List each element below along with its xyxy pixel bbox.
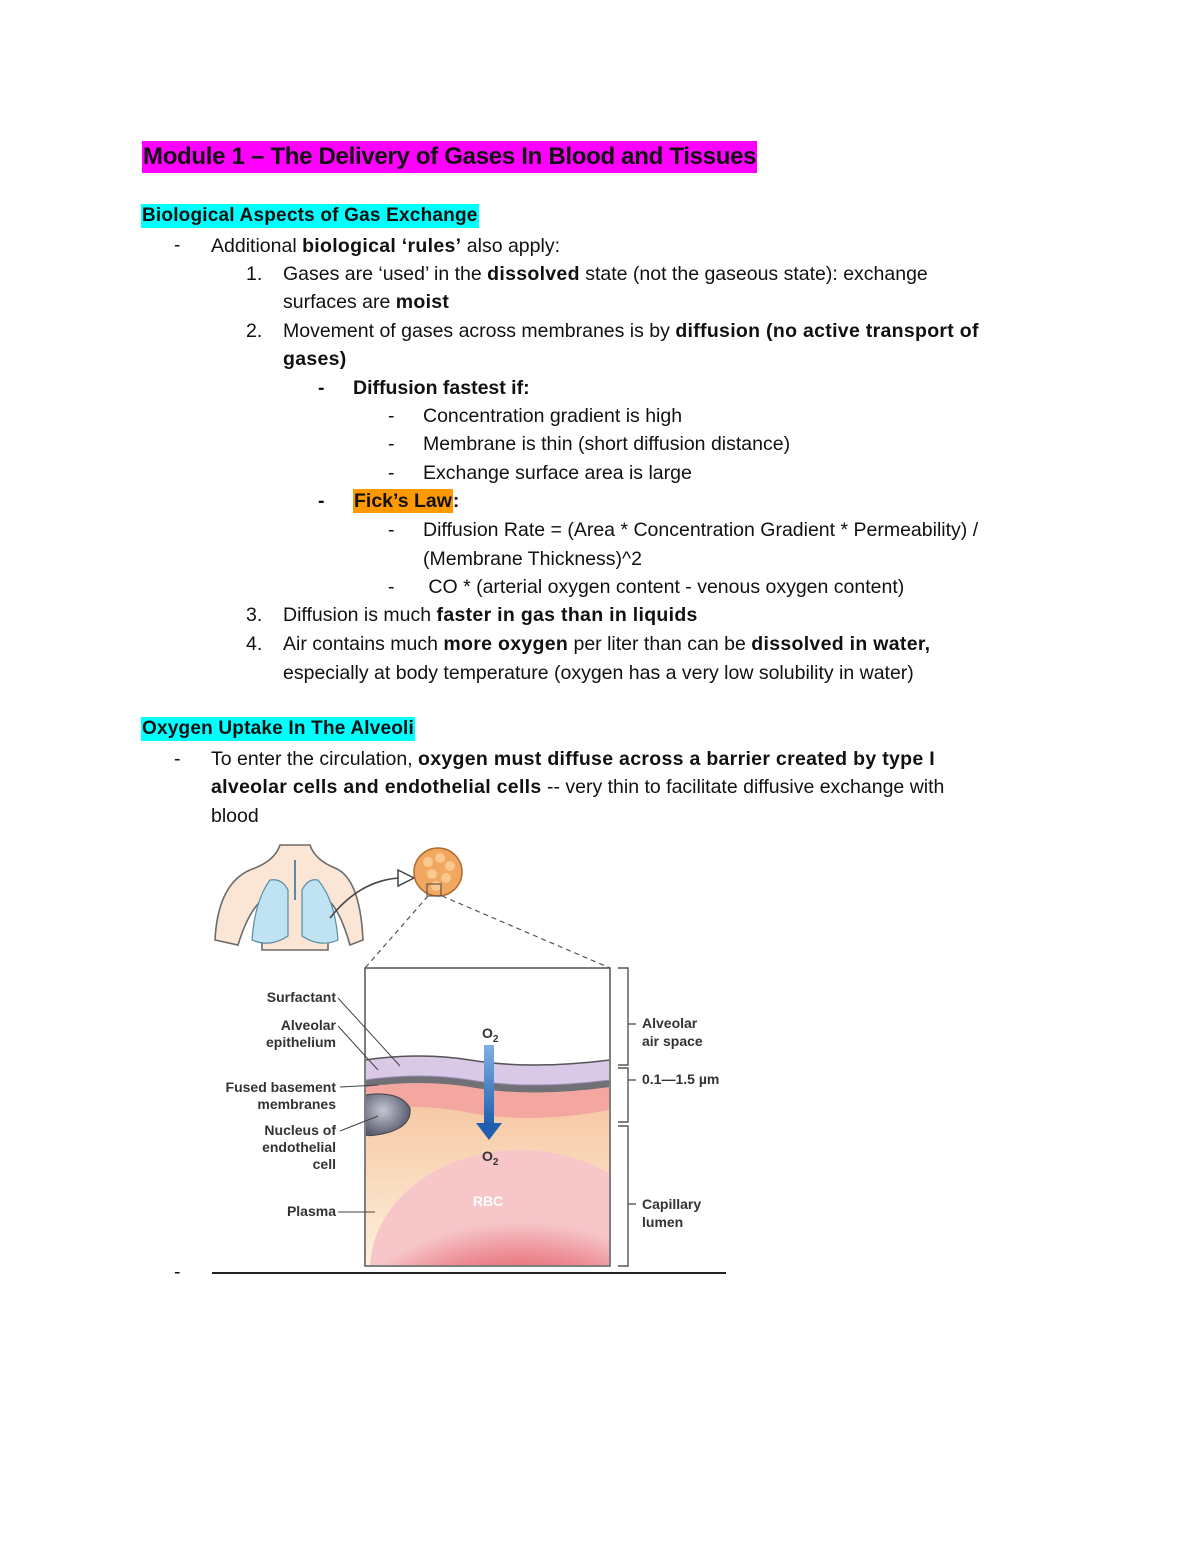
- uptake-line2: alveolar cells and endothelial cells -- …: [211, 776, 945, 798]
- diffusion-heading: Diffusion fastest if:: [353, 377, 530, 399]
- intro-line: Additional biological ‘rules’ also apply…: [211, 235, 561, 257]
- zoom-line-right: [441, 895, 611, 969]
- bullet-dash: -: [174, 235, 181, 256]
- item4-line2: especially at body temperature (oxygen h…: [283, 662, 914, 684]
- bullet-dash: -: [388, 462, 395, 484]
- bullet-dash: -: [174, 748, 181, 770]
- alveolus-cluster: [413, 847, 463, 897]
- surfactant-label: Surfactant: [267, 989, 337, 1005]
- section-heading-gas-exchange: Biological Aspects of Gas Exchange: [141, 204, 479, 228]
- bullet-dash: -: [318, 490, 325, 512]
- list-number-1: 1.: [246, 263, 263, 285]
- item3-line: Diffusion is much faster in gas than in …: [283, 604, 698, 626]
- nucleus-label-3: cell: [313, 1156, 336, 1172]
- ficks-formula-line3: CO * (arterial oxygen content - venous o…: [423, 576, 905, 598]
- fused-membranes-label-2: membranes: [257, 1096, 336, 1112]
- zoom-line-left: [364, 895, 429, 969]
- membrane-cross-section: [364, 967, 611, 1267]
- o2-label-top: O2: [482, 1025, 499, 1045]
- section-heading-oxygen-uptake: Oxygen Uptake In The Alveoli: [141, 717, 416, 741]
- list-number-4: 4.: [246, 633, 263, 655]
- alveolar-diagram: O2 O2 RBC Surfactant Alveolar epithelium…: [214, 844, 719, 1267]
- item1-line1: Gases are ‘used’ in the dissolved state …: [283, 263, 928, 285]
- list-number-2: 2.: [246, 320, 263, 342]
- diffusion-point-2: Membrane is thin (short diffusion distan…: [423, 433, 791, 455]
- item4-line1: Air contains much more oxygen per liter …: [283, 633, 931, 655]
- ficks-law-heading: Fick’s Law:: [353, 489, 460, 513]
- air-space-label-2: air space: [642, 1033, 703, 1049]
- bullet-dash: -: [388, 405, 395, 427]
- plasma-label: Plasma: [287, 1203, 336, 1219]
- nucleus-label-1: Nucleus of: [264, 1122, 336, 1138]
- nucleus-label-2: endothelial: [262, 1139, 336, 1155]
- pointer-arrow: [329, 877, 401, 919]
- torso-lungs-illustration: [214, 844, 364, 951]
- uptake-line1: To enter the circulation, oxygen must di…: [211, 748, 935, 770]
- rbc-label: RBC: [473, 1193, 503, 1209]
- epithelium-label: epithelium: [266, 1034, 336, 1050]
- item1-line2: surfaces are moist: [283, 291, 450, 313]
- ficks-formula-line1: Diffusion Rate = (Area * Concentration G…: [423, 519, 979, 541]
- bullet-dash: -: [318, 377, 325, 399]
- fused-membranes-label-1: Fused basement: [226, 1079, 337, 1095]
- horizontal-rule: [212, 1272, 726, 1274]
- thickness-label: 0.1—1.5 µm: [642, 1071, 719, 1087]
- ficks-formula-line2: (Membrane Thickness)^2: [423, 548, 643, 570]
- diffusion-point-3: Exchange surface area is large: [423, 462, 692, 484]
- bullet-dash: -: [388, 519, 395, 541]
- pointer-arrow-head: [397, 868, 416, 888]
- alveolar-label: Alveolar: [281, 1017, 337, 1033]
- list-number-3: 3.: [246, 604, 263, 626]
- item2-line2: gases): [283, 348, 347, 370]
- item2-line1: Movement of gases across membranes is by…: [283, 320, 979, 342]
- diffusion-point-1: Concentration gradient is high: [423, 405, 683, 427]
- capillary-label-1: Capillary: [642, 1196, 701, 1212]
- capillary-label-2: lumen: [642, 1214, 683, 1230]
- bullet-dash: -: [388, 433, 395, 455]
- right-brackets: [618, 967, 636, 1267]
- bullet-dash: -: [174, 1261, 181, 1283]
- uptake-line3: blood: [211, 805, 259, 827]
- bullet-dash: -: [388, 576, 395, 598]
- o2-label-bottom: O2: [482, 1148, 499, 1168]
- air-space-label-1: Alveolar: [642, 1015, 698, 1031]
- page-title: Module 1 – The Delivery of Gases In Bloo…: [142, 141, 758, 173]
